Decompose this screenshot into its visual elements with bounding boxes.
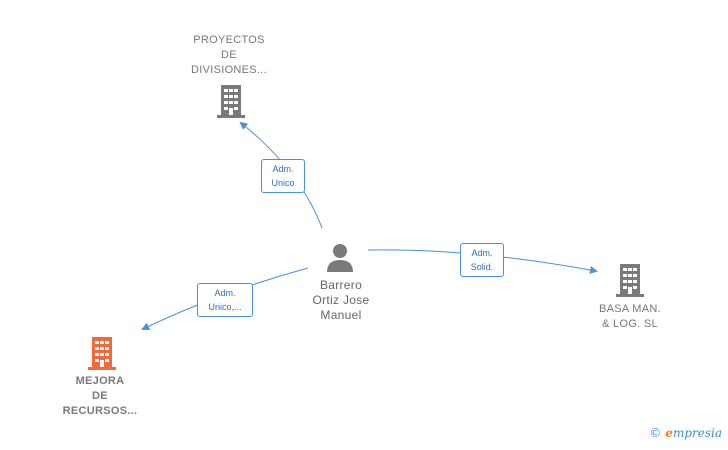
brand-logo-e: e — [665, 426, 673, 440]
person-icon[interactable] — [324, 241, 356, 273]
building-icon-highlight[interactable] — [86, 336, 118, 370]
edge-label-proyectos: Adm. Unico — [261, 159, 305, 193]
building-icon[interactable] — [614, 263, 646, 297]
brand-watermark: ©empresia — [649, 426, 722, 440]
company-label-basa[interactable]: BASA MAN. & LOG. SL — [599, 303, 661, 330]
company-label-proyectos[interactable]: PROYECTOS DE DIVISIONES... — [190, 34, 268, 76]
building-icon[interactable] — [215, 84, 247, 118]
edge-label-basa: Adm. Solid. — [460, 243, 504, 277]
person-label[interactable]: Barrero Ortiz Jose Manuel — [312, 278, 370, 322]
company-label-mejora[interactable]: MEJORA DE RECURSOS... — [62, 375, 138, 417]
copyright-symbol: © — [649, 426, 662, 440]
edge-label-mejora: Adm. Unico,... — [197, 283, 253, 317]
brand-name: mpresia — [672, 426, 722, 440]
